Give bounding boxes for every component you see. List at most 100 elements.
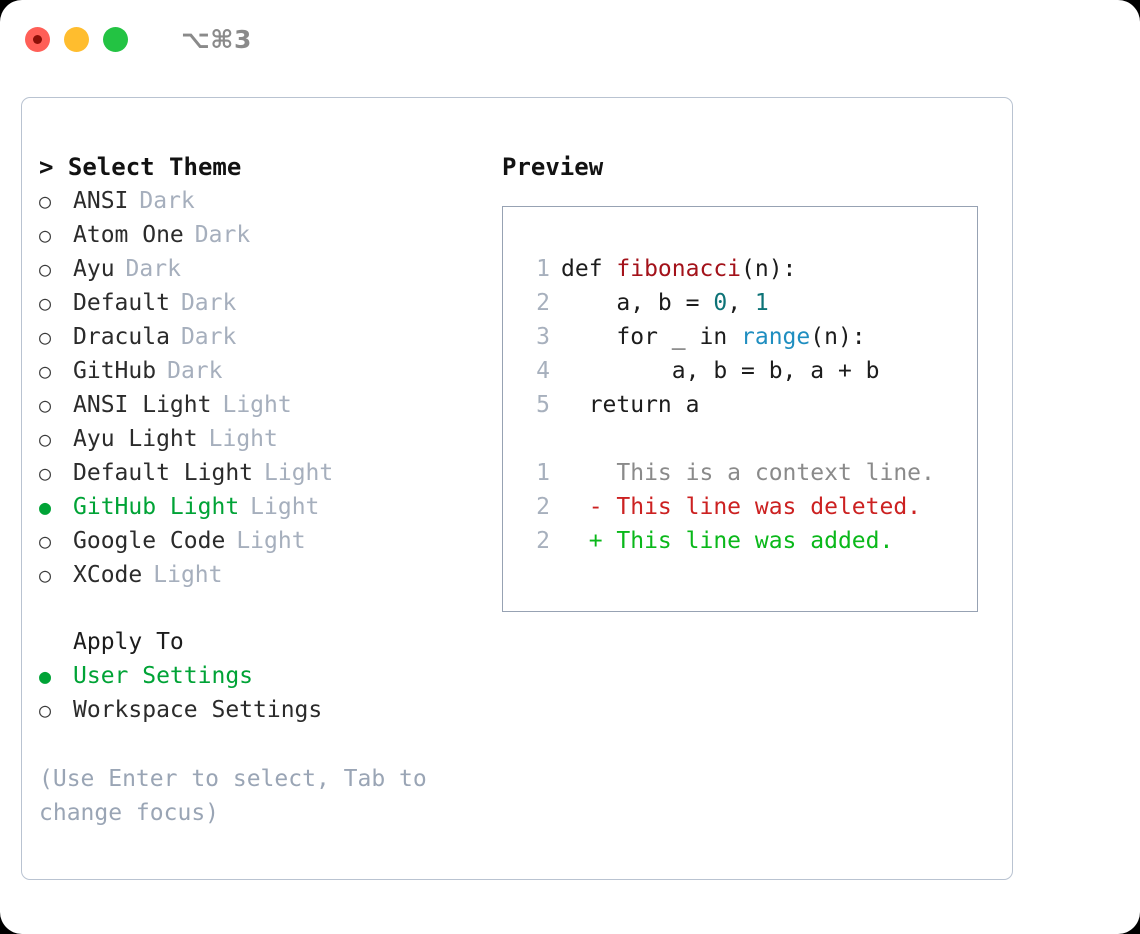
code-diff-separator [524,422,935,456]
theme-variant-tag: Dark [125,256,181,282]
theme-variant-tag: Dark [167,358,223,384]
diff-line-text: + This line was added. [561,528,894,554]
code-token-num: 0 [713,290,728,316]
code-token-fn: fibonacci [616,256,742,282]
code-token-plain: for _ in [561,324,742,350]
line-number: 2 [536,290,550,316]
theme-list-item[interactable]: ○ ANSI Light Light [39,388,479,422]
title-bar: ⌥⌘3 [0,0,1140,78]
theme-variant-tag: Dark [194,222,251,248]
radio-unselected-icon[interactable]: ○ [39,393,52,417]
maximize-window-icon[interactable] [103,26,128,52]
apply-to-list: ●User Settings ○ Workspace Settings [39,659,479,727]
code-line: 2 a, b = 0, 1 [524,286,935,320]
line-number: 5 [536,392,550,418]
theme-list-item[interactable]: ○ Ayu Light Light [39,422,479,456]
theme-name-label: Default [73,290,170,316]
diff-line: 1 This is a context line. [524,456,935,490]
theme-list-item[interactable]: ○ Default Light Light [39,456,479,490]
radio-unselected-icon[interactable]: ○ [39,223,52,247]
radio-unselected-icon[interactable]: ○ [39,563,52,587]
theme-name-label: GitHub [73,358,157,384]
theme-variant-tag: Light [250,494,320,520]
diff-line: 2 + This line was added. [524,524,935,558]
apply-to-option[interactable]: ○ Workspace Settings [39,693,479,727]
theme-name-label: ANSI [73,188,129,214]
radio-selected-icon[interactable]: ● [39,664,52,688]
code-token-plain: (n): [741,256,797,282]
code-line: 1 def fibonacci(n): [524,252,935,286]
line-number: 2 [536,528,550,554]
theme-list-item[interactable]: ○ Ayu Dark [39,252,479,286]
theme-variant-tag: Light [208,426,278,452]
theme-name-label: Google Code [73,528,226,554]
code-line: 3 for _ in range(n): [524,320,935,354]
theme-list-item[interactable]: ○ Google Code Light [39,524,479,558]
theme-variant-tag: Light [222,392,292,418]
radio-unselected-icon[interactable]: ○ [39,461,52,485]
line-number: 3 [536,324,550,350]
radio-unselected-icon[interactable]: ○ [39,529,52,553]
keyboard-shortcut-label: ⌥⌘3 [181,24,252,54]
close-window-icon[interactable] [25,26,50,52]
theme-name-label: Ayu [73,256,115,282]
line-number: 1 [536,256,550,282]
apply-to-title: Apply To [73,629,184,655]
line-number: 4 [536,358,550,384]
radio-unselected-icon[interactable]: ○ [39,325,52,349]
radio-unselected-icon[interactable]: ○ [39,427,52,451]
page-title: > Select Theme [39,153,242,181]
radio-unselected-icon[interactable]: ○ [39,189,52,213]
theme-variant-tag: Dark [180,324,237,350]
radio-unselected-icon[interactable]: ○ [39,698,52,722]
theme-name-label: GitHub Light [73,494,240,520]
theme-variant-tag: Light [264,460,334,486]
theme-variant-tag: Dark [180,290,237,316]
line-number: 2 [536,494,550,520]
minimize-window-icon[interactable] [64,26,89,52]
code-line-text: def fibonacci(n): [561,252,796,286]
theme-name-label: Dracula [73,324,170,350]
theme-variant-tag: Light [236,528,306,554]
radio-unselected-icon[interactable]: ○ [39,291,52,315]
code-line-text: for _ in range(n): [561,320,865,354]
theme-list-item[interactable]: ● GitHub Light Light [39,490,479,524]
radio-unselected-icon[interactable]: ○ [39,359,52,383]
code-token-plain: return a [561,392,700,418]
theme-name-label: Ayu Light [73,426,198,452]
theme-name-label: XCode [73,562,143,588]
code-token-plain: a, b = b, a + b [561,358,880,384]
apply-to-label: Workspace Settings [73,697,323,723]
apply-to-option[interactable]: ●User Settings [39,659,479,693]
theme-name-label: ANSI Light [73,392,212,418]
theme-name-label: Atom One [73,222,184,248]
window-controls [25,26,128,52]
radio-selected-icon[interactable]: ● [39,495,52,519]
code-line-text: a, b = 0, 1 [561,286,769,320]
theme-variant-tag: Light [153,562,223,588]
line-number: 1 [536,460,550,486]
theme-list-item[interactable]: ○ Default Dark [39,286,479,320]
theme-list-item[interactable]: ○ GitHub Dark [39,354,479,388]
diff-line: 2 - This line was deleted. [524,490,935,524]
code-token-plain: def [561,256,617,282]
radio-unselected-icon[interactable]: ○ [39,257,52,281]
code-token-bi: range [741,324,811,350]
theme-list-item[interactable]: ○ Dracula Dark [39,320,479,354]
theme-name-label: Default Light [73,460,254,486]
theme-list-item[interactable]: ○ Atom One Dark [39,218,479,252]
keyboard-hint-text: (Use Enter to select, Tab to change focu… [39,766,441,826]
diff-line-text: This is a context line. [561,460,935,486]
theme-list-item[interactable]: ○ XCode Light [39,558,479,592]
code-token-num: 1 [754,290,769,316]
code-line-text: a, b = b, a + b [561,354,880,388]
code-token-plain: , [727,290,755,316]
